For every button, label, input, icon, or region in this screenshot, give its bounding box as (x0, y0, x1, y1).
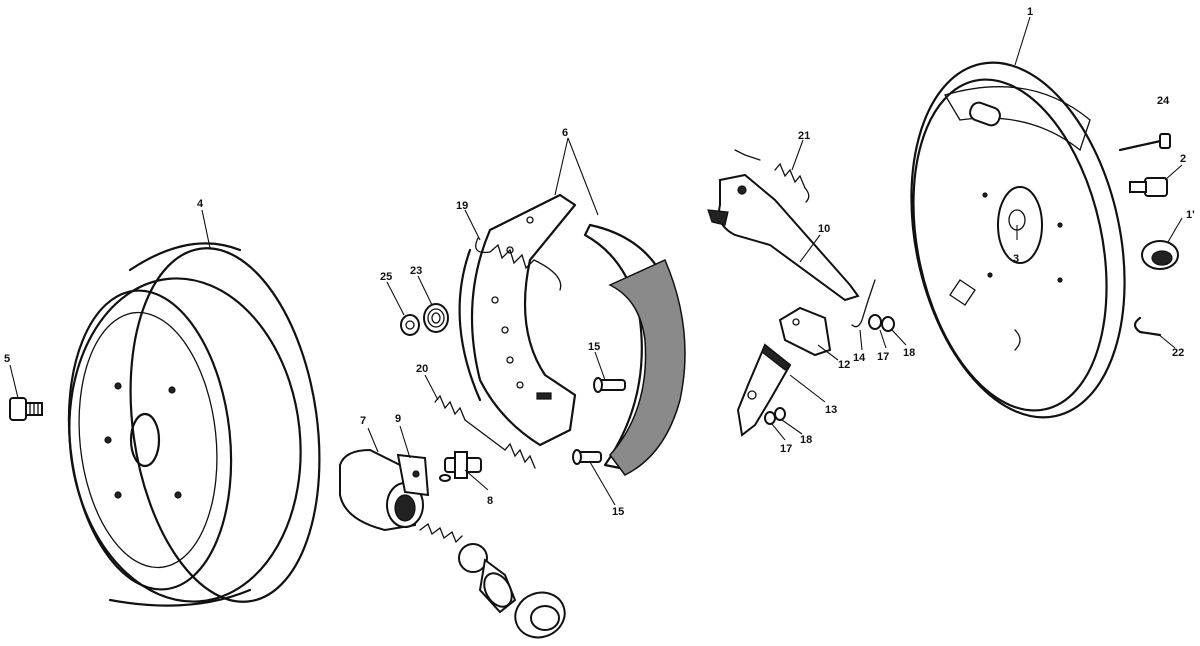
washer-17-lower (764, 411, 776, 425)
backing-plate-bolt (1129, 177, 1168, 197)
washer-17-upper (868, 314, 882, 330)
label-10: 10 (818, 223, 830, 235)
part-labels: 1 1' 2 3 4 5 6 7 8 9 10 12 13 14 15 15 1… (4, 6, 1195, 518)
leader-lines (9, 16, 1183, 506)
label-18-lower: 18 (800, 434, 812, 446)
small-spring (851, 279, 876, 328)
washer-18-lower (774, 407, 786, 421)
adjuster-bracket (778, 306, 832, 357)
label-1: 1 (1027, 6, 1033, 18)
label-4: 4 (197, 198, 204, 210)
label-14: 14 (853, 352, 866, 364)
label-20: 20 (416, 363, 428, 375)
retaining-clip (1133, 316, 1162, 337)
label-6: 6 (562, 127, 568, 139)
shoe-pin-lower (572, 449, 602, 465)
label-17-upper: 17 (877, 351, 889, 363)
long-bolt (1118, 133, 1171, 152)
label-18-upper: 18 (903, 347, 915, 359)
label-12: 12 (838, 359, 850, 371)
rubber-plug (1141, 240, 1179, 270)
label-15-upper: 15 (588, 341, 600, 353)
label-8: 8 (487, 495, 493, 507)
wheel-cylinder (339, 448, 430, 532)
adjuster-spring (734, 149, 810, 203)
shoe-pin-upper (593, 377, 626, 393)
washer-18-upper (881, 316, 895, 332)
label-1-prime: 1' (1186, 209, 1195, 221)
hold-down-washer (400, 314, 420, 336)
label-23: 23 (410, 265, 422, 277)
label-3: 3 (1013, 253, 1019, 265)
label-15-lower: 15 (612, 506, 624, 518)
bleed-screw (439, 451, 482, 482)
brake-shoe-leading (458, 193, 577, 447)
label-21: 21 (798, 130, 810, 142)
cylinder-spring-and-pistons (419, 522, 566, 639)
hold-down-spring (423, 303, 449, 333)
adjuster-plate (736, 343, 792, 437)
lower-return-spring (434, 394, 536, 469)
brake-drum (67, 242, 321, 607)
wheel-bolt (9, 397, 43, 421)
label-9: 9 (395, 413, 401, 425)
label-5: 5 (4, 353, 10, 365)
label-19: 19 (456, 200, 468, 212)
label-2: 2 (1180, 153, 1186, 165)
label-25: 25 (380, 271, 392, 283)
backing-plate (910, 61, 1126, 419)
label-17-lower: 17 (780, 443, 792, 455)
label-24: 24 (1157, 95, 1170, 107)
label-13: 13 (825, 404, 837, 416)
label-22: 22 (1172, 347, 1184, 359)
adjuster-lever (707, 173, 860, 302)
brake-shoe-trailing (583, 223, 686, 476)
upper-return-spring (475, 237, 562, 291)
label-7: 7 (360, 415, 366, 427)
